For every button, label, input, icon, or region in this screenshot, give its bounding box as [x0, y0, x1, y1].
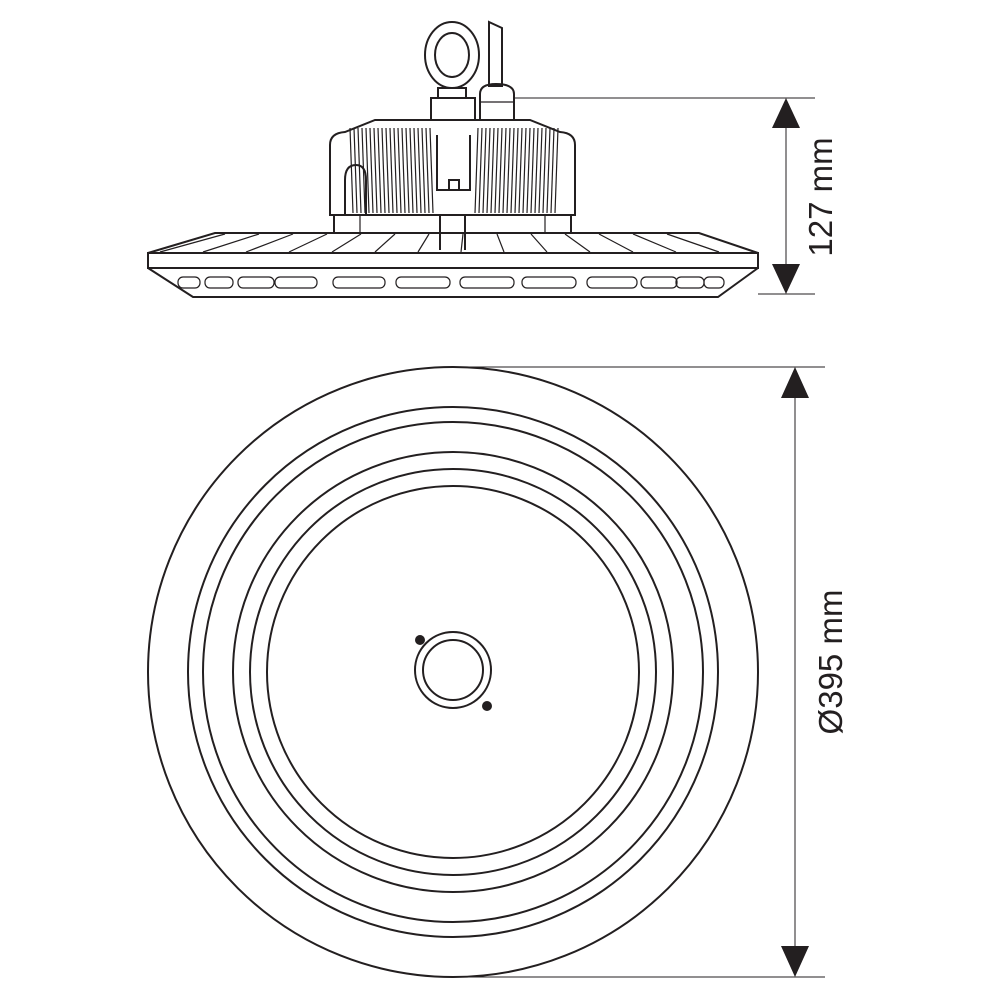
fin-line [421, 127, 426, 214]
screw-icon [482, 701, 492, 711]
fin-line [538, 127, 543, 214]
vent-slot [703, 276, 725, 289]
fin-line [381, 127, 386, 214]
vent-slot [332, 276, 386, 289]
vent-slot [177, 276, 201, 289]
vent-slot [640, 276, 678, 289]
fin-line [397, 127, 402, 214]
height-dimension: 127 mm [514, 97, 839, 295]
heatsink-housing [329, 119, 576, 250]
fin-line [365, 127, 370, 214]
vent-slot [395, 276, 451, 289]
fin-line [502, 127, 507, 214]
fin-line [373, 127, 378, 214]
fin-line [482, 127, 487, 214]
fin-line [417, 127, 422, 214]
fin-line [506, 127, 511, 214]
sensor-hub [414, 631, 492, 711]
fin-line [413, 127, 418, 214]
side-view [147, 20, 759, 298]
fin-line [409, 127, 414, 214]
fin-line [490, 127, 495, 214]
bottom-view [147, 366, 759, 978]
rib-line [417, 233, 430, 253]
fin-line [377, 127, 382, 214]
fin-line [401, 127, 406, 214]
fin-line [405, 127, 410, 214]
fin-line [514, 127, 519, 214]
fin-line [510, 127, 515, 214]
fin-line [486, 127, 491, 214]
fin-line [518, 127, 523, 214]
fin-line [554, 127, 559, 214]
fin-line [546, 127, 551, 214]
plate-ribs [159, 233, 720, 253]
rib-line [288, 233, 328, 253]
fin-line [349, 127, 354, 214]
vent-slot [521, 276, 577, 289]
fin-line [550, 127, 555, 214]
rib-line [202, 233, 260, 253]
rib-line [564, 233, 591, 253]
fin-line [522, 127, 527, 214]
vent-slot [237, 276, 275, 289]
diameter-dimension: Ø395 mm [453, 366, 849, 978]
arrow-down-icon [772, 264, 800, 294]
vent-slot [459, 276, 515, 289]
fin-line [385, 127, 390, 214]
fin-line [369, 127, 374, 214]
fin-line [357, 127, 362, 214]
rib-line [245, 233, 294, 253]
height-label: 127 mm [802, 137, 839, 256]
fin-line [494, 127, 499, 214]
rib-line [331, 233, 362, 253]
fin-line [474, 127, 479, 214]
fin-line [389, 127, 394, 214]
rib-line [530, 233, 548, 253]
vent-slot [274, 276, 318, 289]
fin-line [542, 127, 547, 214]
vent-slot [586, 276, 638, 289]
arrow-up-icon [772, 98, 800, 128]
reflector-plate [147, 232, 759, 298]
heatsink-fins [349, 127, 559, 214]
fin-line [478, 127, 483, 214]
fin-line [534, 127, 539, 214]
rib-line [460, 233, 464, 253]
fin-line [353, 127, 358, 214]
fin-line [429, 127, 434, 214]
fin-line [498, 127, 503, 214]
fin-line [526, 127, 531, 214]
vent-slot [675, 276, 705, 289]
fin-line [530, 127, 535, 214]
eye-bolt [424, 21, 480, 121]
diameter-label: Ø395 mm [812, 590, 849, 735]
cable-gland [479, 20, 515, 121]
rib-line [632, 233, 677, 253]
arrow-down-icon [781, 946, 809, 977]
rib-line [666, 233, 720, 253]
rib-line [496, 233, 505, 253]
vent-slots [177, 276, 725, 289]
screw-icon [415, 635, 425, 645]
fin-line [425, 127, 430, 214]
rib-line [598, 233, 634, 253]
rib-line [374, 233, 396, 253]
vent-slot [204, 276, 234, 289]
arrow-up-icon [781, 367, 809, 398]
rib-line [159, 233, 226, 253]
fin-line [393, 127, 398, 214]
